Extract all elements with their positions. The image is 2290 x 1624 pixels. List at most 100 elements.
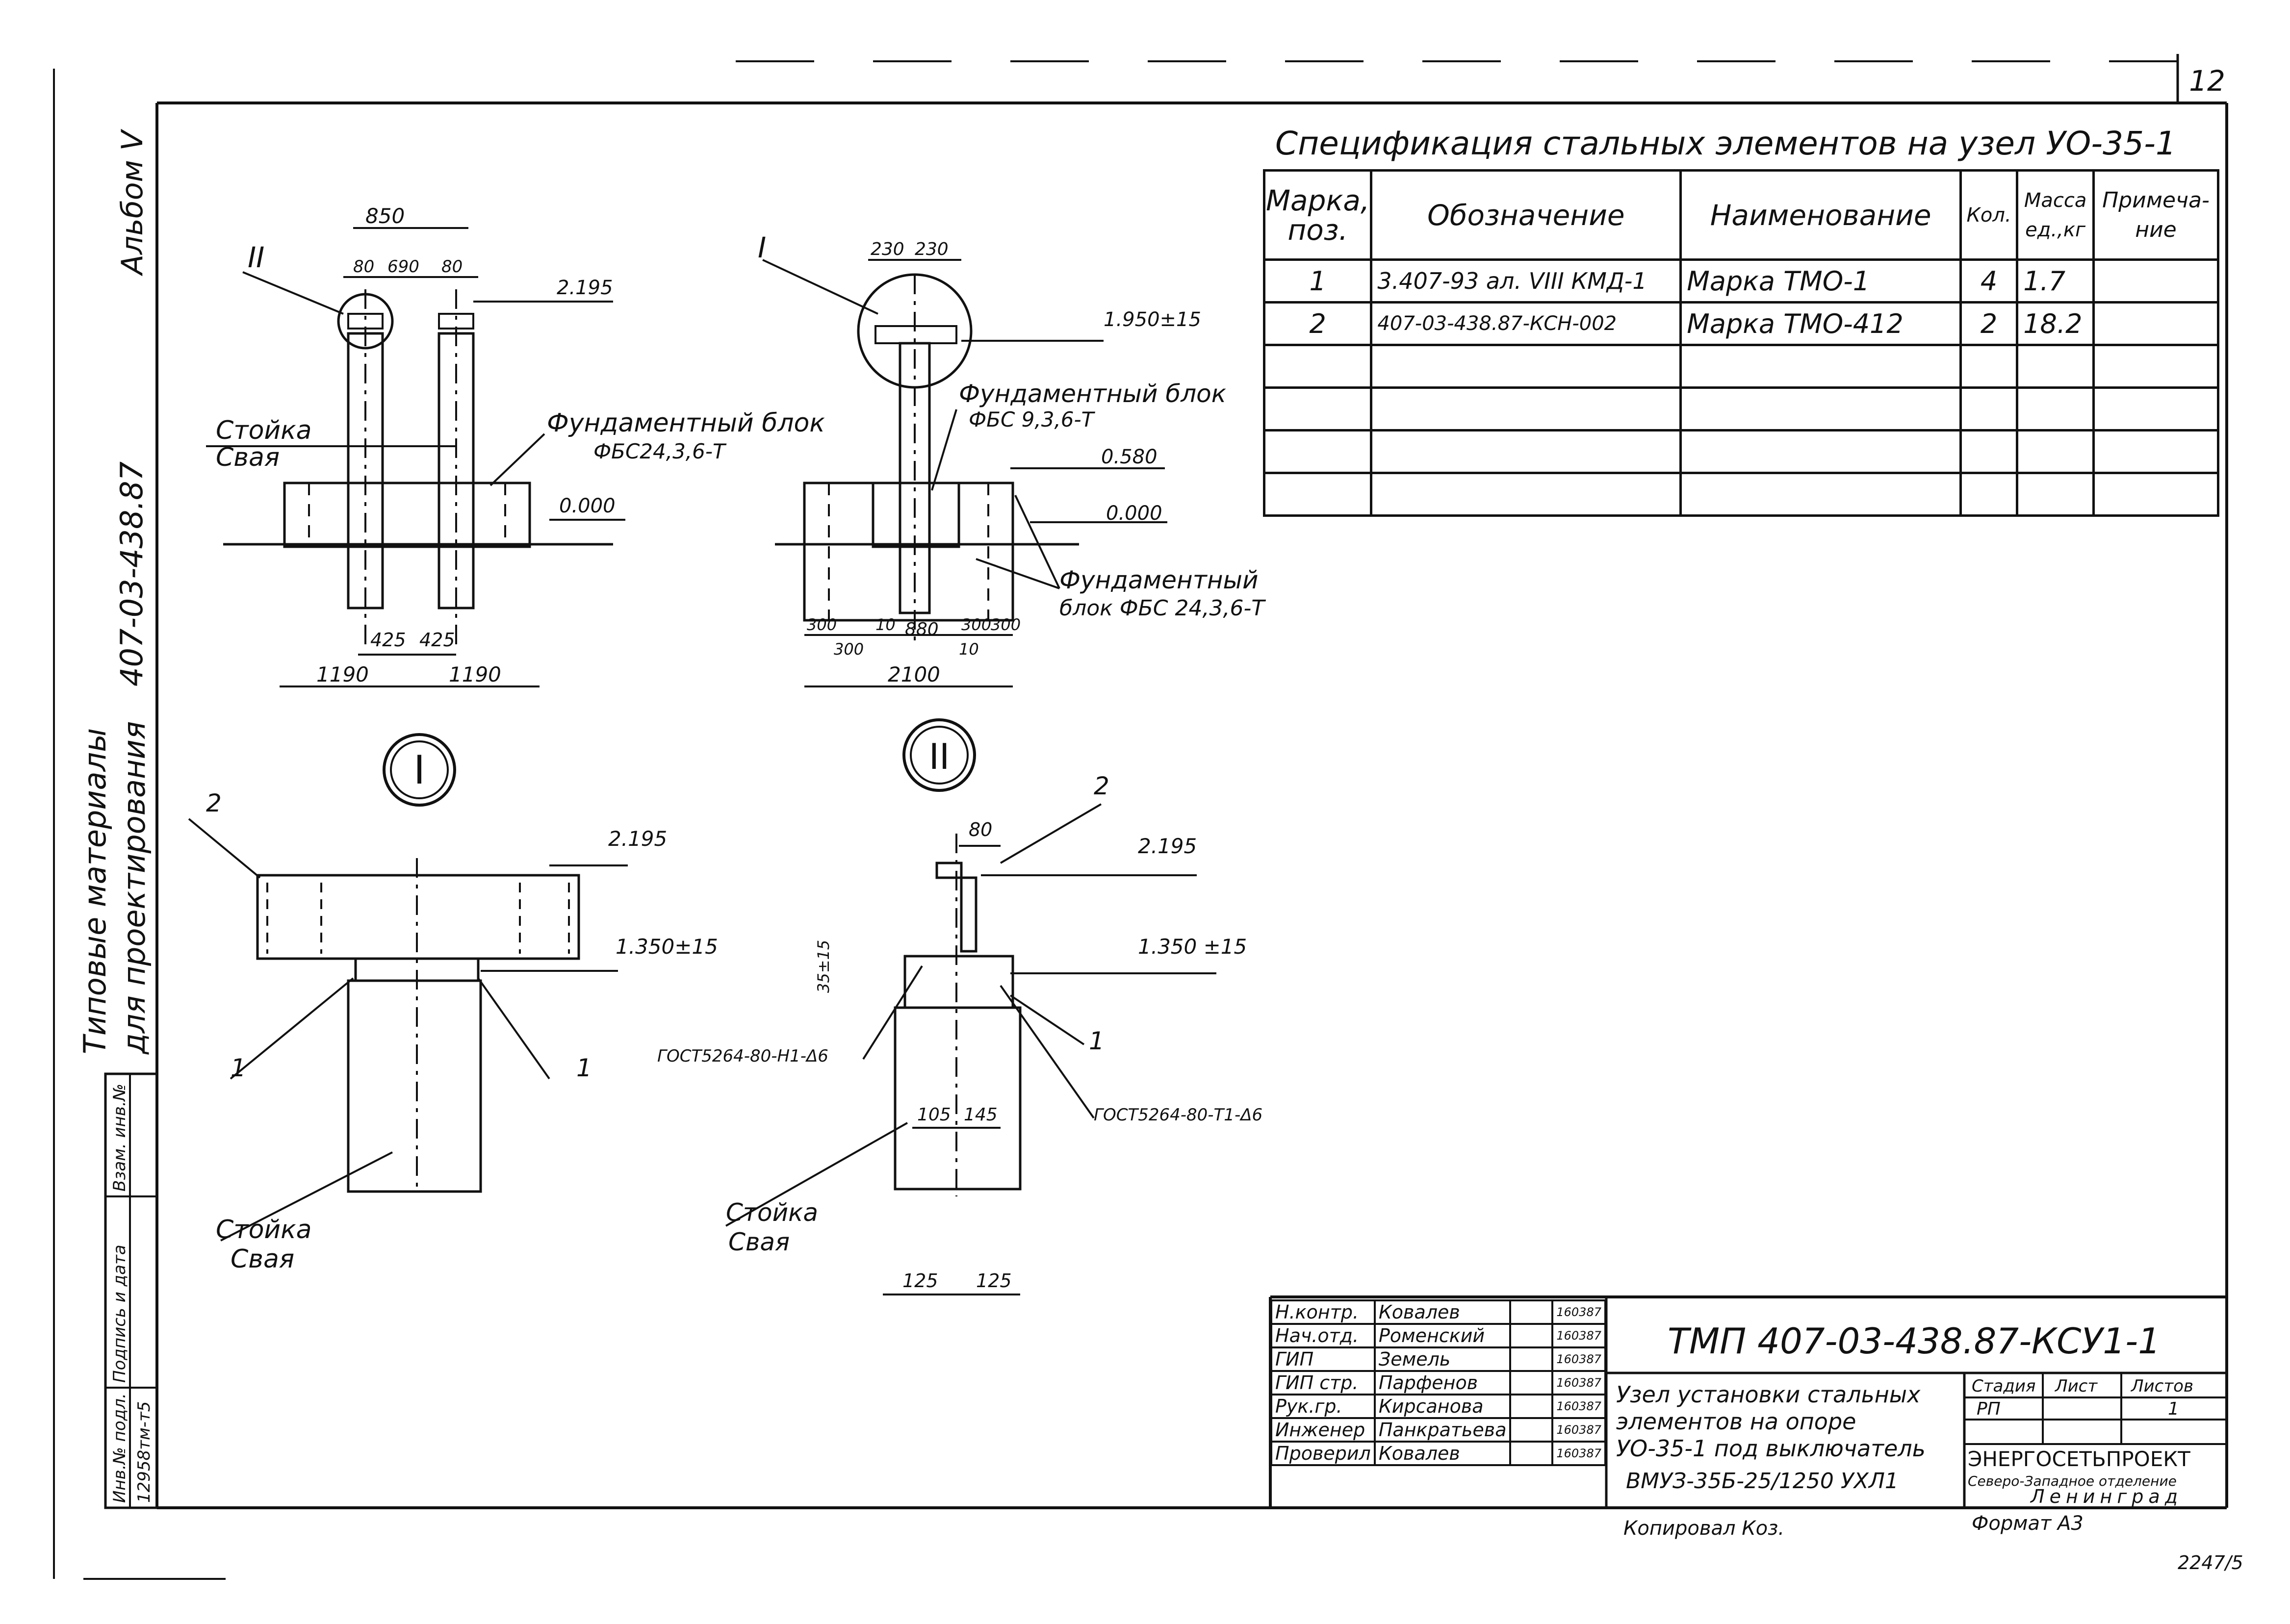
- spec-cell: 407-03-438.87-КСН-002: [1370, 301, 1682, 346]
- archive-label-1: Инв.№ подл.: [110, 1393, 129, 1503]
- sheet-header: Лист: [2054, 1376, 2098, 1396]
- d2-dim-125b: 125: [976, 1270, 1012, 1292]
- dim-300b: 300: [834, 640, 864, 659]
- view-b: 230 230 300 300 10 880 10 300 300 2100 1…: [758, 231, 1266, 687]
- d2-pos-2: 2: [1094, 772, 1109, 800]
- stage-header: Стадия: [1972, 1376, 2035, 1396]
- stamp-role: ГИП стр.: [1270, 1370, 1376, 1396]
- spec-cell: [1370, 472, 1682, 517]
- desc-line-4: ВМУЗ-35Б-25/1250 УХЛ1: [1626, 1469, 1899, 1494]
- spec-cell: 1: [1262, 258, 1373, 304]
- stamp-name: Кирсанова: [1373, 1394, 1512, 1419]
- stamp-name: Роменский: [1373, 1323, 1512, 1348]
- spec-cell: [2092, 301, 2219, 346]
- spec-h-note: Примеча- ние: [2092, 169, 2219, 261]
- label-fbs9: ФБС 9,3,6-Т: [969, 407, 1096, 431]
- d1-svaya: Свая: [231, 1244, 294, 1274]
- series-title-1: Типовые материалы: [77, 728, 113, 1054]
- dim-1190b: 1190: [449, 662, 501, 686]
- org-branch: Северо-Западное отделение: [1968, 1473, 2177, 1489]
- dim-10b: 10: [959, 640, 979, 659]
- dim-850: 850: [365, 204, 405, 228]
- spec-cell: [1370, 344, 1682, 389]
- level-1950: 1.950±15: [1104, 308, 1201, 331]
- spec-cell: [2016, 386, 2095, 431]
- spec-cell: 2: [1959, 301, 2019, 346]
- stamp-signature: [1509, 1417, 1554, 1443]
- label-fbs: ФБС24,3,6-Т: [593, 439, 727, 463]
- detail-2: II 80 2 2.195 1.350 ±15 35±15 1 ГОСТ5264…: [657, 718, 1262, 1295]
- spec-cell: [1959, 344, 2019, 389]
- d2-weld-h1: ГОСТ5264-80-Н1-Δ6: [657, 1046, 828, 1066]
- spec-cell: [1959, 429, 2019, 474]
- stamp-name: Земель: [1373, 1346, 1512, 1372]
- d1-stoyka: Стойка: [216, 1215, 311, 1244]
- spec-cell: [2092, 344, 2219, 389]
- spec-cell: 4: [1959, 258, 2019, 304]
- label-stoyka: Стойка: [216, 416, 311, 445]
- table-row: [1262, 344, 2219, 389]
- spec-cell: [1262, 386, 1373, 431]
- bottom-number: 2247/5: [2178, 1552, 2243, 1573]
- spec-cell: [1370, 429, 1682, 474]
- spec-cell: [2016, 344, 2095, 389]
- stamp-signature: [1509, 1346, 1554, 1372]
- format-label: Формат А3: [1972, 1512, 2084, 1535]
- spec-cell: [1679, 429, 1962, 474]
- org-name: ЭНЕРГОСЕТЬПРОЕКТ: [1968, 1447, 2190, 1471]
- view-a: 850 80 690 80 425 425 1190 1190 2.195 0.…: [206, 204, 825, 687]
- dim-2100: 2100: [888, 662, 940, 686]
- stamp-role: Рук.гр.: [1270, 1394, 1376, 1419]
- archive-number: 12958тм-т5: [134, 1401, 154, 1503]
- spec-table: Марка, поз. Обозначение Наименование Кол…: [1262, 169, 2219, 517]
- d2-weld-t1: ГОСТ5264-80-Т1-Δ6: [1094, 1105, 1262, 1125]
- desc-line-1: Узел установки стальных: [1616, 1381, 1921, 1408]
- stamp-name: Ковалев: [1373, 1441, 1512, 1466]
- d2-dim-80: 80: [969, 819, 992, 840]
- spec-cell: 3.407-93 ал. VIII КМД-1: [1370, 258, 1682, 304]
- d1-level-2195: 2.195: [608, 827, 667, 851]
- spec-title: Спецификация стальных элементов на узел …: [1275, 125, 2176, 162]
- table-row: 1 3.407-93 ал. VIII КМД-1 Марка ТМО-1 4 …: [1262, 258, 2219, 304]
- table-row: [1262, 386, 2219, 431]
- d2-dim-105: 105: [917, 1105, 951, 1125]
- spec-cell: [1370, 386, 1682, 431]
- archive-strip: [104, 1072, 158, 1509]
- stamp-date: 160387: [1551, 1370, 1606, 1396]
- archive-label-2: Подпись и дата: [110, 1244, 129, 1383]
- spec-cell: [2092, 258, 2219, 304]
- dim-425b: 425: [419, 629, 455, 651]
- spec-cell: [2016, 429, 2095, 474]
- dim-230a: 230: [871, 239, 904, 259]
- spec-cell: Марка ТМО-412: [1679, 301, 1962, 346]
- spec-cell: [1262, 472, 1373, 517]
- dim-300d: 300: [991, 615, 1021, 634]
- desc-line-3: УО-35-1 под выключатель: [1616, 1435, 1926, 1462]
- album-label: Альбом V: [115, 128, 150, 277]
- stamp-date: 160387: [1551, 1299, 1606, 1325]
- callout-ii: II: [248, 241, 264, 274]
- spec-cell: Марка ТМО-1: [1679, 258, 1962, 304]
- label-block: Фундаментный блок: [547, 408, 825, 438]
- d2-dim-35: 35±15: [814, 940, 833, 993]
- d2-level-2195: 2.195: [1138, 834, 1197, 858]
- spec-cell: 2: [1262, 301, 1373, 346]
- series-title-2: для проектирования: [116, 721, 152, 1055]
- stamp-date: 160387: [1551, 1441, 1606, 1466]
- org-city: Ленинград: [2030, 1486, 2183, 1507]
- level-0000b: 0.000: [1106, 502, 1162, 525]
- stamp-date: 160387: [1551, 1417, 1606, 1443]
- spec-cell: [1679, 472, 1962, 517]
- spec-cell: [1262, 429, 1373, 474]
- stage-value: РП: [1977, 1399, 2001, 1419]
- stamp-signature: [1509, 1394, 1554, 1419]
- spec-cell: 1.7: [2016, 258, 2095, 304]
- label-svaya: Свая: [216, 443, 280, 472]
